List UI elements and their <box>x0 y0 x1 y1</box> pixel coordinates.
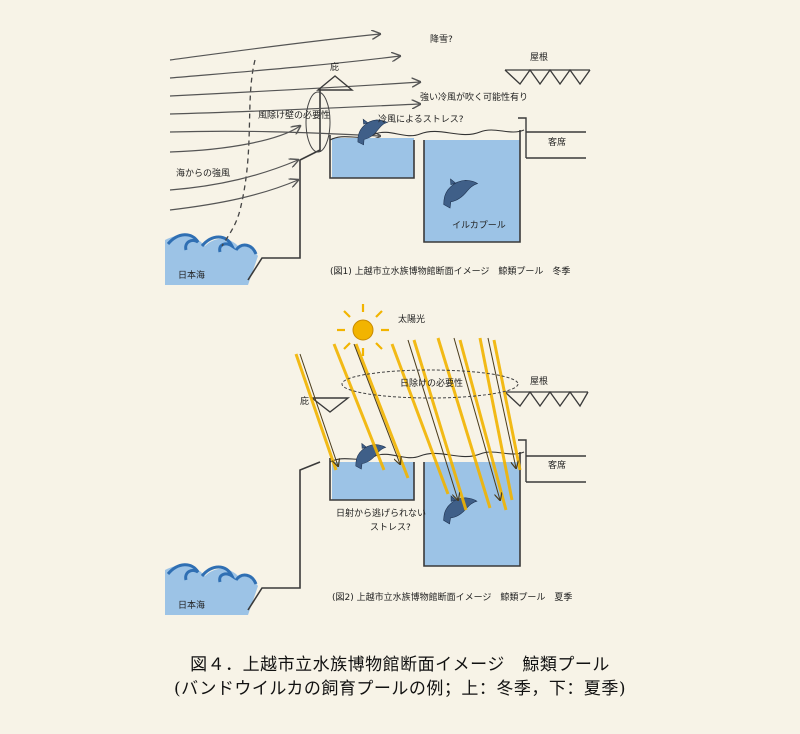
wind-arrows-1 <box>169 34 420 211</box>
wind-arrow <box>169 34 380 61</box>
sea-waves-1 <box>166 233 258 255</box>
label-dolphin-pool: イルカプール <box>452 220 506 231</box>
roof-2 <box>504 390 589 408</box>
label-snow: 降雪? <box>430 33 453 45</box>
figure-2: 太陽光 日除けの必要性 屋根 庇 客席 日射から逃げられない ストレス? 日本海… <box>165 304 589 615</box>
label-sea-2: 日本海 <box>178 599 205 611</box>
figure-1: 降雪? 庇 屋根 強い冷風が吹く可能性有り 風除け壁の必要性 冷風によるストレス… <box>165 33 591 285</box>
figure-2-subcaption: (図2) 上越市立水族博物館断面イメージ 鯨類プール 夏季 <box>332 591 572 603</box>
sun-ray <box>478 337 514 501</box>
sun-ray <box>294 353 338 471</box>
label-sea: 日本海 <box>178 269 205 281</box>
label-eaves-2: 庇 <box>300 395 309 407</box>
windbreak-oval-1 <box>305 91 331 153</box>
label-roof: 屋根 <box>530 51 548 63</box>
seats-structure-1 <box>518 117 586 159</box>
label-windbreak-need: 風除け壁の必要性 <box>258 109 330 121</box>
figure-caption-line2: (バンドウイルカの飼育プールの例；上：冬季，下：夏季) <box>173 679 627 699</box>
wind-arrow <box>169 104 420 115</box>
sea-waves-2 <box>166 563 258 585</box>
small-pool-wall-2 <box>329 458 415 501</box>
label-sun-stress-line1: 日射から逃げられない <box>336 507 426 519</box>
sun-ray <box>492 339 522 471</box>
label-seats-2: 客席 <box>548 459 566 471</box>
label-seats: 客席 <box>548 136 566 148</box>
shore-line-1 <box>247 149 321 281</box>
wind-arrow <box>169 56 400 79</box>
figure-caption-line1: 図４．上越市立水族博物館断面イメージ 鯨類プール <box>190 655 610 675</box>
dolphin-pool-wall-1 <box>423 130 521 243</box>
wind-arrow <box>169 160 298 191</box>
sunlight-rays <box>294 337 522 511</box>
shade-oval <box>341 369 519 399</box>
small-pool-water-2 <box>332 462 414 500</box>
figure-1-subcaption: (図1) 上越市立水族博物館断面イメージ 鯨類プール 冬季 <box>330 265 570 277</box>
label-shade-need: 日除けの必要性 <box>400 377 463 389</box>
sun-ray <box>436 337 492 509</box>
seats-structure-2 <box>518 439 586 483</box>
wind-arrow <box>169 126 300 153</box>
dashed-wind-line-1 <box>221 59 256 247</box>
dolphin-pool-wall-2 <box>423 452 521 567</box>
dolphin-pool-water-2 <box>424 462 520 566</box>
shore-line-2 <box>247 461 321 611</box>
roof-1 <box>504 68 591 86</box>
eaves-symbol-2 <box>309 397 351 413</box>
small-pool-water-1 <box>332 138 414 178</box>
wind-arrow <box>169 82 420 97</box>
sun-icon <box>337 304 389 356</box>
sun-ray <box>332 343 386 471</box>
label-sun-stress-line2: ストレス? <box>370 523 411 533</box>
sun-ray <box>354 343 410 479</box>
label-roof-2: 屋根 <box>530 375 548 387</box>
sunlight-ray-arrows <box>299 337 516 500</box>
sun-ray <box>412 339 468 511</box>
label-sunlight: 太陽光 <box>398 313 425 325</box>
label-eaves: 庇 <box>330 61 339 73</box>
wind-arrow <box>169 180 298 211</box>
dolphin-pool-water-1 <box>424 140 520 242</box>
eaves-symbol-1 <box>316 75 354 91</box>
sun-ray <box>390 343 450 495</box>
label-cold-wind-possibility: 強い冷風が吹く可能性有り <box>420 91 528 103</box>
sea-water-2 <box>165 565 258 615</box>
label-sea-wind: 海からの強風 <box>176 167 230 179</box>
small-pool-wall-1 <box>329 135 415 179</box>
label-cold-stress: 冷風によるストレス? <box>378 113 464 125</box>
sun-ray <box>458 339 508 511</box>
wind-arrow <box>169 130 380 136</box>
sea-water-1 <box>165 235 258 285</box>
